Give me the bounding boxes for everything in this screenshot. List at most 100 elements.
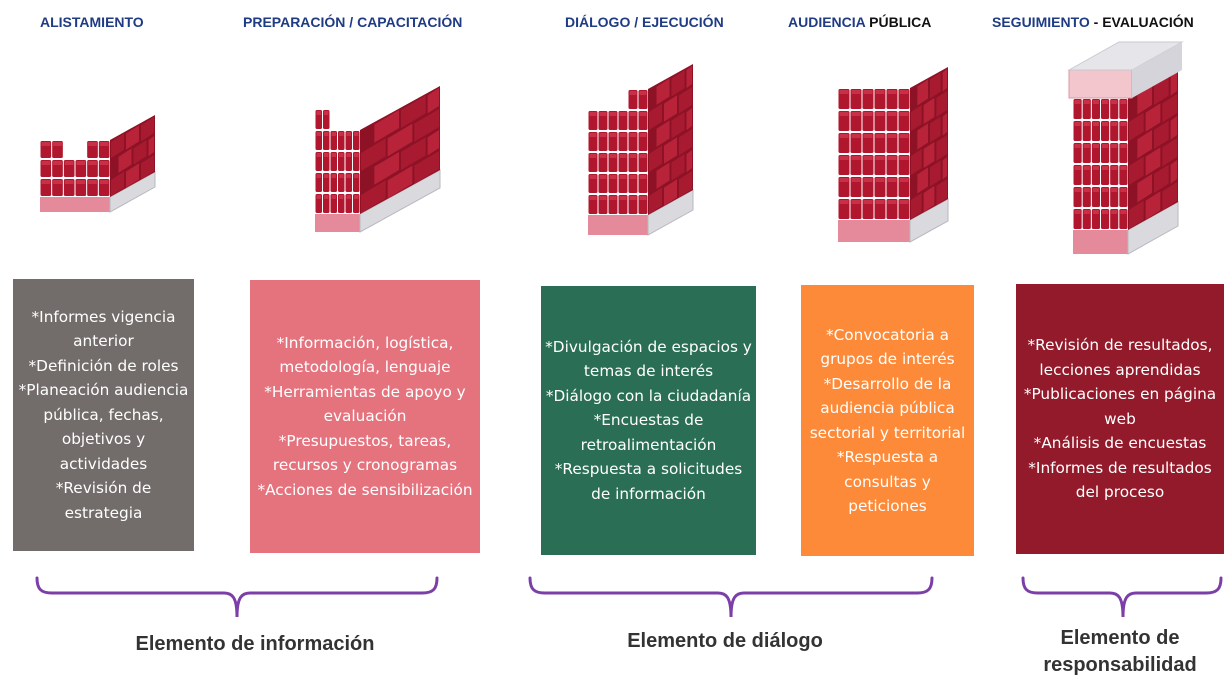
brick [1154,120,1169,149]
stage-title-dialogo: DIÁLOGO / EJECUCIÓN [565,14,724,30]
brick [671,154,685,181]
brick-highlight [1074,188,1081,192]
brick-highlight [346,153,351,157]
brick-highlight [887,178,897,182]
brick-highlight [875,134,885,138]
brick-wall-illustration [588,64,694,236]
brick-highlight [609,112,617,116]
brick [1170,116,1177,140]
brick-highlight [863,112,873,116]
brick [679,171,692,198]
brick [936,91,947,117]
brace-responsabilidad [1021,576,1223,618]
brick-highlight [875,112,885,116]
brick-wall-illustration [838,67,949,243]
brick-highlight [1120,188,1127,192]
stage-item: *Encuestas de retroalimentación [580,411,717,454]
stage-item: *Revisión de estrategia [55,479,152,522]
brick-highlight [1120,210,1127,214]
brick-highlight [887,90,897,94]
brick [664,179,677,206]
brick-highlight [1083,144,1090,148]
brick-highlight [1111,100,1118,104]
stage-title-text: ALISTAMIENTO [40,14,144,30]
brick-highlight [316,153,321,157]
brick [1154,76,1169,105]
brick-highlight [629,175,637,179]
brick [1145,191,1161,220]
brick-highlight [863,200,873,204]
brick [1137,86,1152,115]
brick [126,125,139,150]
brick-wall-illustration [40,115,156,213]
brick-highlight [99,180,109,184]
stage-title-preparacion: PREPARACIÓN / CAPACITACIÓN [243,14,462,30]
brick [664,95,677,122]
brick [414,151,439,184]
brick [1154,164,1169,193]
brick [649,103,662,130]
brick [679,129,692,156]
stage-title-seguimiento: SEGUIMIENTO - EVALUACIÓN [992,14,1194,30]
brick-highlight [851,134,861,138]
brick [942,113,947,136]
brick-highlight [851,200,861,204]
brick-highlight [331,174,336,178]
stage-item: *Respuesta a consultas y peticiones [836,448,939,515]
brick [911,193,922,219]
brick-highlight [41,161,51,165]
brick-highlight [599,196,607,200]
brick-highlight [863,90,873,94]
brick-highlight [619,175,627,179]
brick [942,69,947,92]
brick [1170,72,1177,96]
brick-highlight [41,142,51,146]
brick-highlight [1083,122,1090,126]
brick [936,179,947,205]
brick [414,109,439,142]
brick [361,180,386,213]
brick-highlight [88,142,97,146]
brick-highlight [639,91,647,95]
brick [917,79,928,106]
stage-items: *Información, logística, metodología, le… [254,331,476,503]
brick-highlight [64,180,74,184]
brick-highlight [629,154,637,158]
brick-highlight [589,133,597,137]
brick-highlight [639,154,647,158]
brick-highlight [899,134,909,138]
brace-informacion [35,576,439,618]
stage-box-dialogo: *Divulgación de espacios y temas de inte… [541,286,756,555]
brick-highlight [599,133,607,137]
stage-item: *Definición de roles [28,356,179,375]
brick-highlight [1111,188,1118,192]
brick-highlight [324,132,329,136]
brick-highlight [839,112,849,116]
stage-title-alistamiento: ALISTAMIENTO [40,14,144,30]
wall-base-side [359,169,441,233]
brick [917,123,928,150]
brick-highlight [1074,166,1081,170]
brick-highlight [346,195,351,199]
brick [361,138,386,171]
brick [686,66,692,89]
brick-highlight [887,156,897,160]
brick-highlight [339,174,344,178]
stage-box-preparacion: *Información, logística, metodología, le… [250,280,480,553]
brick-highlight [629,133,637,137]
brick-highlight [839,90,849,94]
brick [1129,156,1144,185]
stage-title-text: AUDIENCIA [788,14,866,30]
brick-highlight [346,132,351,136]
brick [141,155,154,180]
brick-highlight [53,180,62,184]
brick-highlight [76,161,86,165]
stage-item: *Herramientas de apoyo y evaluación [264,382,466,426]
brick-wall-illustration [1067,41,1184,255]
brick [656,78,670,105]
brick [911,149,922,175]
wall-base [315,214,360,232]
stage-items: *Convocatoria a grupos de interés *Desar… [805,323,970,519]
brick-highlight [1083,210,1090,214]
brick [1145,103,1161,132]
